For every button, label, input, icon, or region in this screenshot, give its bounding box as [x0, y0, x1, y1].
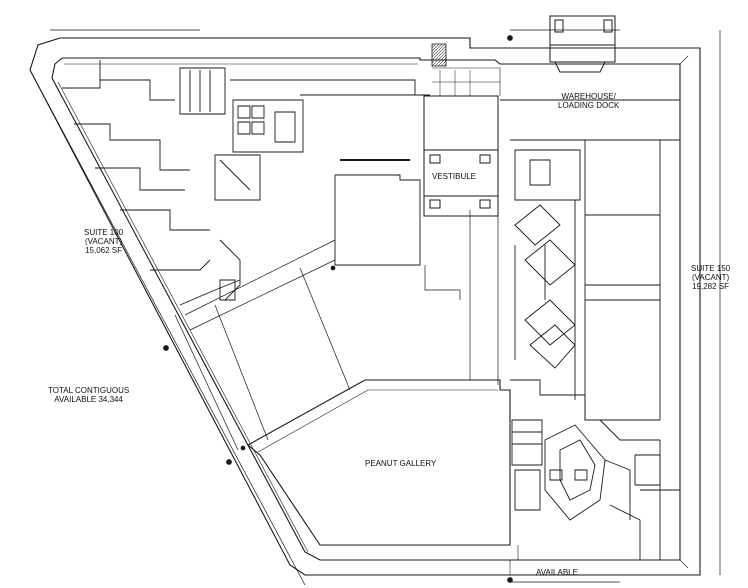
total-contiguous-label: TOTAL CONTIGUOUS AVAILABLE 34,344: [48, 386, 129, 404]
suite-150-rooms: [500, 100, 680, 440]
total-contiguous-line1: TOTAL CONTIGUOUS: [48, 386, 130, 395]
vestibule-block: [424, 68, 500, 216]
total-contiguous-line2: AVAILABLE 34,344: [54, 395, 123, 404]
suite-100-name: SUITE 100: [84, 228, 124, 237]
suite-100-status: (VACANT): [84, 237, 123, 246]
restroom-cluster: [512, 420, 680, 560]
loading-dock: [550, 16, 615, 72]
suite-150-label: SUITE 150 (VACANT) 19,282 SF: [691, 264, 730, 291]
peanut-gallery-room: [248, 380, 510, 545]
suite-150-area: 19,282 SF: [692, 282, 730, 291]
warehouse-label-line1: WAREHOUSE/: [561, 92, 616, 101]
suite-100-label: SUITE 100 (VACANT) 15,062 SF: [84, 228, 123, 255]
warehouse-label: WAREHOUSE/ LOADING DOCK: [558, 92, 619, 110]
peanut-gallery-label: PEANUT GALLERY: [365, 459, 437, 468]
dimension-lines: [30, 30, 720, 585]
available-label: AVAILABLE: [536, 568, 578, 577]
suite-100-rooms: [62, 60, 430, 330]
vestibule-label: VESTIBULE: [432, 172, 477, 181]
suite-150-name: SUITE 150: [691, 264, 731, 273]
building-outline: [30, 38, 700, 575]
stair-hatch: [432, 44, 446, 66]
warehouse-label-line2: LOADING DOCK: [558, 101, 620, 110]
suite-100-area: 15,062 SF: [85, 246, 123, 255]
connector-lines: [175, 210, 498, 450]
building-corner-edges: [510, 56, 688, 575]
suite-150-status: (VACANT): [691, 273, 730, 282]
